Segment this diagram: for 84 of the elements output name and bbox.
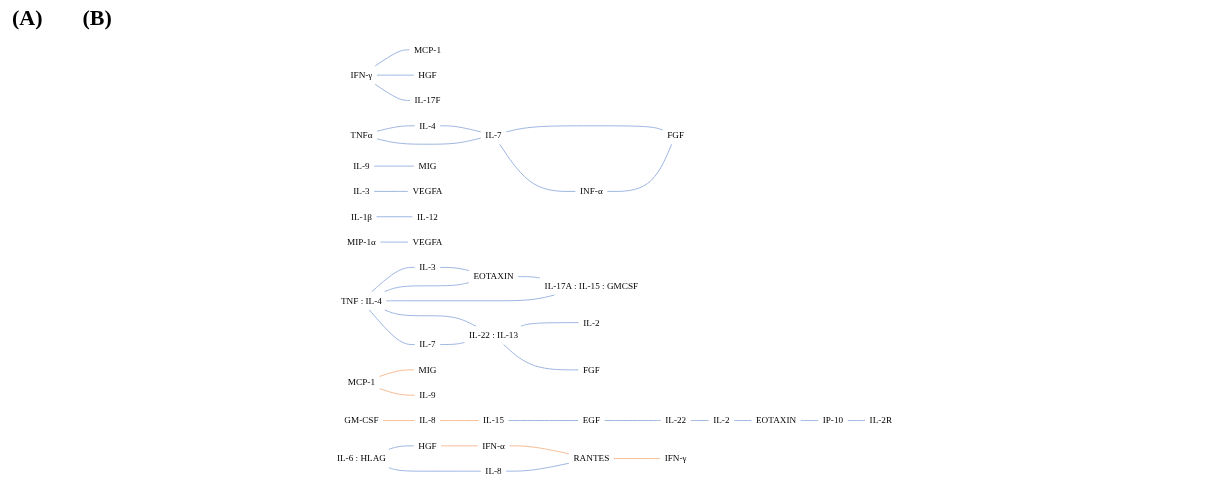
node-text: VEGFA bbox=[412, 186, 443, 197]
connector bbox=[847, 420, 866, 421]
node-text: FGF bbox=[582, 364, 600, 375]
connector bbox=[439, 267, 470, 272]
node-text: HGF bbox=[418, 69, 437, 80]
node-text: TNFα bbox=[350, 129, 373, 140]
node-text: IL-1β bbox=[350, 211, 372, 222]
connector bbox=[733, 420, 752, 421]
node-text: IFN-γ bbox=[664, 453, 687, 464]
connector bbox=[439, 125, 482, 133]
connector bbox=[376, 137, 482, 145]
connector bbox=[509, 445, 570, 455]
connector bbox=[499, 143, 576, 192]
connector bbox=[690, 420, 709, 421]
node-text: TNF : IL-4 bbox=[340, 295, 382, 306]
node-text: IL-15 bbox=[483, 415, 505, 426]
node-text: IL-2 bbox=[713, 415, 730, 426]
connector bbox=[374, 83, 411, 101]
node-text: EOTAXIN bbox=[755, 415, 797, 426]
node-text: IP-10 bbox=[822, 415, 844, 426]
connector bbox=[440, 445, 478, 447]
node-text: RANTES bbox=[573, 453, 610, 464]
node-text: IL-17A : IL-15 : GMCSF bbox=[544, 280, 639, 291]
connector bbox=[388, 445, 415, 450]
node-text: VEGFA bbox=[412, 236, 443, 247]
connector bbox=[520, 322, 579, 327]
node-text: GM-CSF bbox=[344, 415, 379, 426]
node-text: IFN-γ bbox=[350, 69, 373, 80]
node-text: IL-3 bbox=[419, 262, 436, 273]
node-text: IL-8 bbox=[419, 415, 436, 426]
connector bbox=[384, 282, 470, 292]
connector bbox=[379, 388, 416, 396]
node-text: INF-α bbox=[580, 186, 603, 197]
node-text: IL-2R bbox=[869, 415, 893, 426]
connector bbox=[613, 458, 661, 459]
node-text: EOTAXIN bbox=[473, 271, 514, 282]
node-text: EGF bbox=[582, 415, 601, 426]
node-text: IL-7 bbox=[485, 129, 502, 140]
node-text: IL-9 bbox=[419, 390, 436, 400]
connector bbox=[505, 125, 664, 133]
connector bbox=[376, 216, 413, 218]
connector bbox=[505, 462, 570, 472]
node-text: MIG bbox=[418, 160, 437, 171]
connector bbox=[373, 191, 409, 192]
connector bbox=[384, 309, 477, 327]
connector bbox=[508, 420, 579, 421]
panel-label: (B) bbox=[82, 5, 112, 31]
node-text: IL-8 bbox=[485, 466, 502, 476]
connector bbox=[380, 241, 409, 243]
connector bbox=[373, 165, 415, 167]
connector bbox=[517, 276, 541, 279]
node-text: IL-17F bbox=[414, 95, 441, 106]
connector bbox=[376, 74, 415, 76]
node-text: IL-3 bbox=[353, 186, 370, 197]
connector bbox=[439, 420, 479, 421]
node-text: IL-2 bbox=[583, 317, 600, 328]
node-text: MIG bbox=[418, 364, 437, 375]
node-text: IL-22 bbox=[665, 415, 687, 426]
node-text: IL-12 bbox=[416, 211, 438, 222]
node-text: IL-22 : IL-13 bbox=[468, 330, 519, 340]
connector bbox=[386, 294, 555, 302]
connector bbox=[371, 267, 416, 292]
node-text: IL-9 bbox=[353, 160, 370, 171]
connector bbox=[379, 369, 415, 377]
connector bbox=[800, 420, 819, 421]
panel-label: (A) bbox=[12, 5, 43, 31]
connector bbox=[382, 420, 416, 421]
connector bbox=[604, 420, 661, 421]
node-text: IL-7 bbox=[419, 339, 436, 350]
connector bbox=[388, 467, 482, 472]
node-text: FGF bbox=[667, 129, 685, 140]
connector bbox=[376, 125, 416, 132]
connector bbox=[503, 344, 579, 371]
connector bbox=[368, 309, 416, 345]
node-text: MCP-1 bbox=[413, 44, 442, 55]
connector bbox=[439, 342, 465, 345]
connector bbox=[606, 143, 673, 192]
node-text: MIP-1α bbox=[346, 236, 376, 247]
node-text: IL-4 bbox=[419, 120, 436, 131]
node-text: HGF bbox=[418, 440, 437, 451]
node-text: IL-6 : HLAG bbox=[336, 453, 386, 464]
connector bbox=[374, 49, 410, 67]
node-text: MCP-1 bbox=[347, 377, 375, 388]
node-text: IFN-α bbox=[482, 440, 505, 451]
